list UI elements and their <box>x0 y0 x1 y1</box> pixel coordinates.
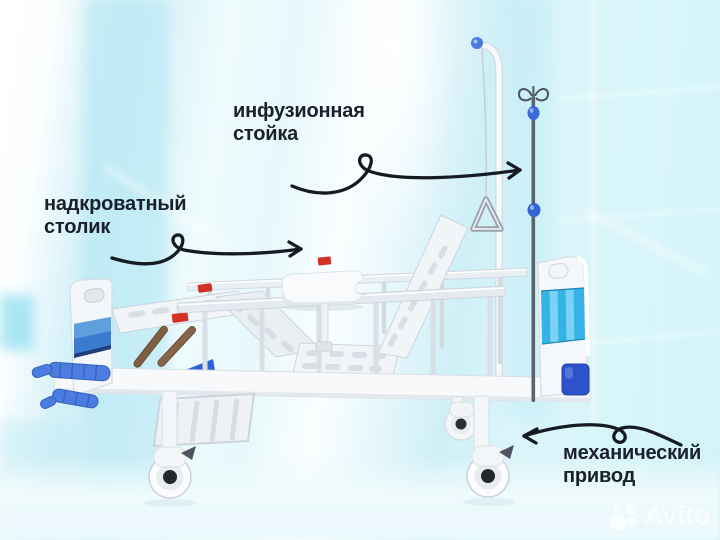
caster-wheel-front-left <box>144 446 196 507</box>
arrow-to-iv-pole <box>290 153 522 195</box>
label-mechanical-drive: механический привод <box>563 442 701 488</box>
label-line: механический <box>563 442 702 464</box>
avito-watermark: Avito <box>609 500 711 531</box>
background-floor <box>0 455 720 540</box>
label-overbed-table: надкроватный столик <box>44 193 187 239</box>
caster-wheel-rear-right <box>444 396 478 441</box>
trapeze-pole <box>471 37 503 396</box>
background-wall-seam <box>658 0 660 430</box>
background-doorway-glow <box>330 0 460 260</box>
label-infusion-stand: инфузионная стойка <box>233 100 365 146</box>
label-line: стойка <box>233 123 299 146</box>
caster-wheel-front-right <box>463 445 515 506</box>
crank-handles <box>31 361 111 409</box>
label-line: привод <box>563 465 636 488</box>
arrow-to-overbed-table <box>110 233 303 266</box>
background-cyan-accent <box>0 295 34 350</box>
lift-struts <box>133 325 197 368</box>
watermark-text: Avito <box>644 500 711 530</box>
arrow-head <box>506 161 522 180</box>
label-line: надкроватный <box>44 193 187 215</box>
arrow-head <box>522 427 539 445</box>
arrow-to-mechanical-drive <box>522 423 683 447</box>
warning-stickers <box>171 256 332 323</box>
avito-logo-icon <box>610 502 637 531</box>
footboard <box>537 256 590 397</box>
arrow-head <box>287 240 303 258</box>
label-line: инфузионная <box>233 100 365 122</box>
overbed-table <box>281 270 365 352</box>
label-line: столик <box>44 216 111 239</box>
iv-pole <box>517 86 550 402</box>
trapeze-handle <box>470 196 504 232</box>
